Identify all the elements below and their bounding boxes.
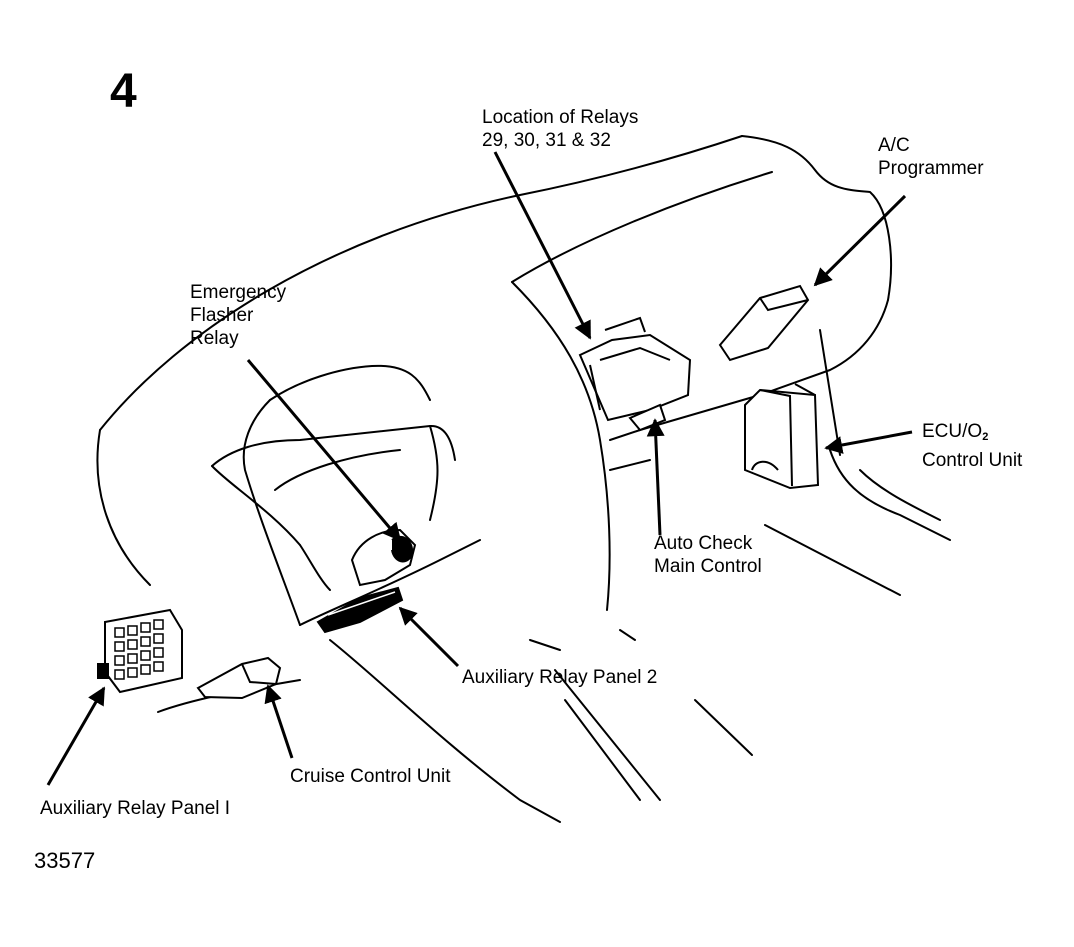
label-ecu-control-unit: ECU/O2 Control Unit <box>922 421 1023 471</box>
arrow-flasher <box>246 359 402 542</box>
label-ac-programmer: A/C Programmer <box>878 135 984 179</box>
figure-number: 4 <box>110 65 137 118</box>
label-emergency-flasher-relay: Emergency Flasher Relay <box>190 282 287 349</box>
cruise-control-unit <box>196 656 282 700</box>
reference-code: 33577 <box>34 848 96 873</box>
label-aux-relay-panel-2: Auxiliary Relay Panel 2 <box>462 667 658 688</box>
arrow-ecu <box>824 430 913 454</box>
aux-relay-panel-2-unit <box>316 586 404 634</box>
relay-block-29-32 <box>578 316 692 432</box>
instrument-cluster-outline <box>269 364 431 401</box>
arrow-relays <box>493 151 592 340</box>
ac-programmer-unit <box>718 284 810 362</box>
label-cruise-control-unit: Cruise Control Unit <box>290 766 451 787</box>
label-relays-location: Location of Relays 29, 30, 31 & 32 <box>482 107 639 151</box>
arrow-auto-check <box>646 418 665 536</box>
aux-relay-panel-1-unit <box>97 608 183 694</box>
dashboard-top-outline <box>99 135 743 431</box>
arrow-aux-panel-2 <box>398 606 460 668</box>
label-auto-check-main-control: Auto Check Main Control <box>654 533 762 577</box>
ecu-control-unit <box>744 383 820 490</box>
arrow-ac-programmer <box>813 194 907 287</box>
arrow-aux-panel-1 <box>46 686 106 786</box>
arrow-cruise <box>264 684 294 759</box>
dash-hood-outline <box>741 135 892 301</box>
label-aux-relay-panel-1: Auxiliary Relay Panel I <box>40 798 231 819</box>
